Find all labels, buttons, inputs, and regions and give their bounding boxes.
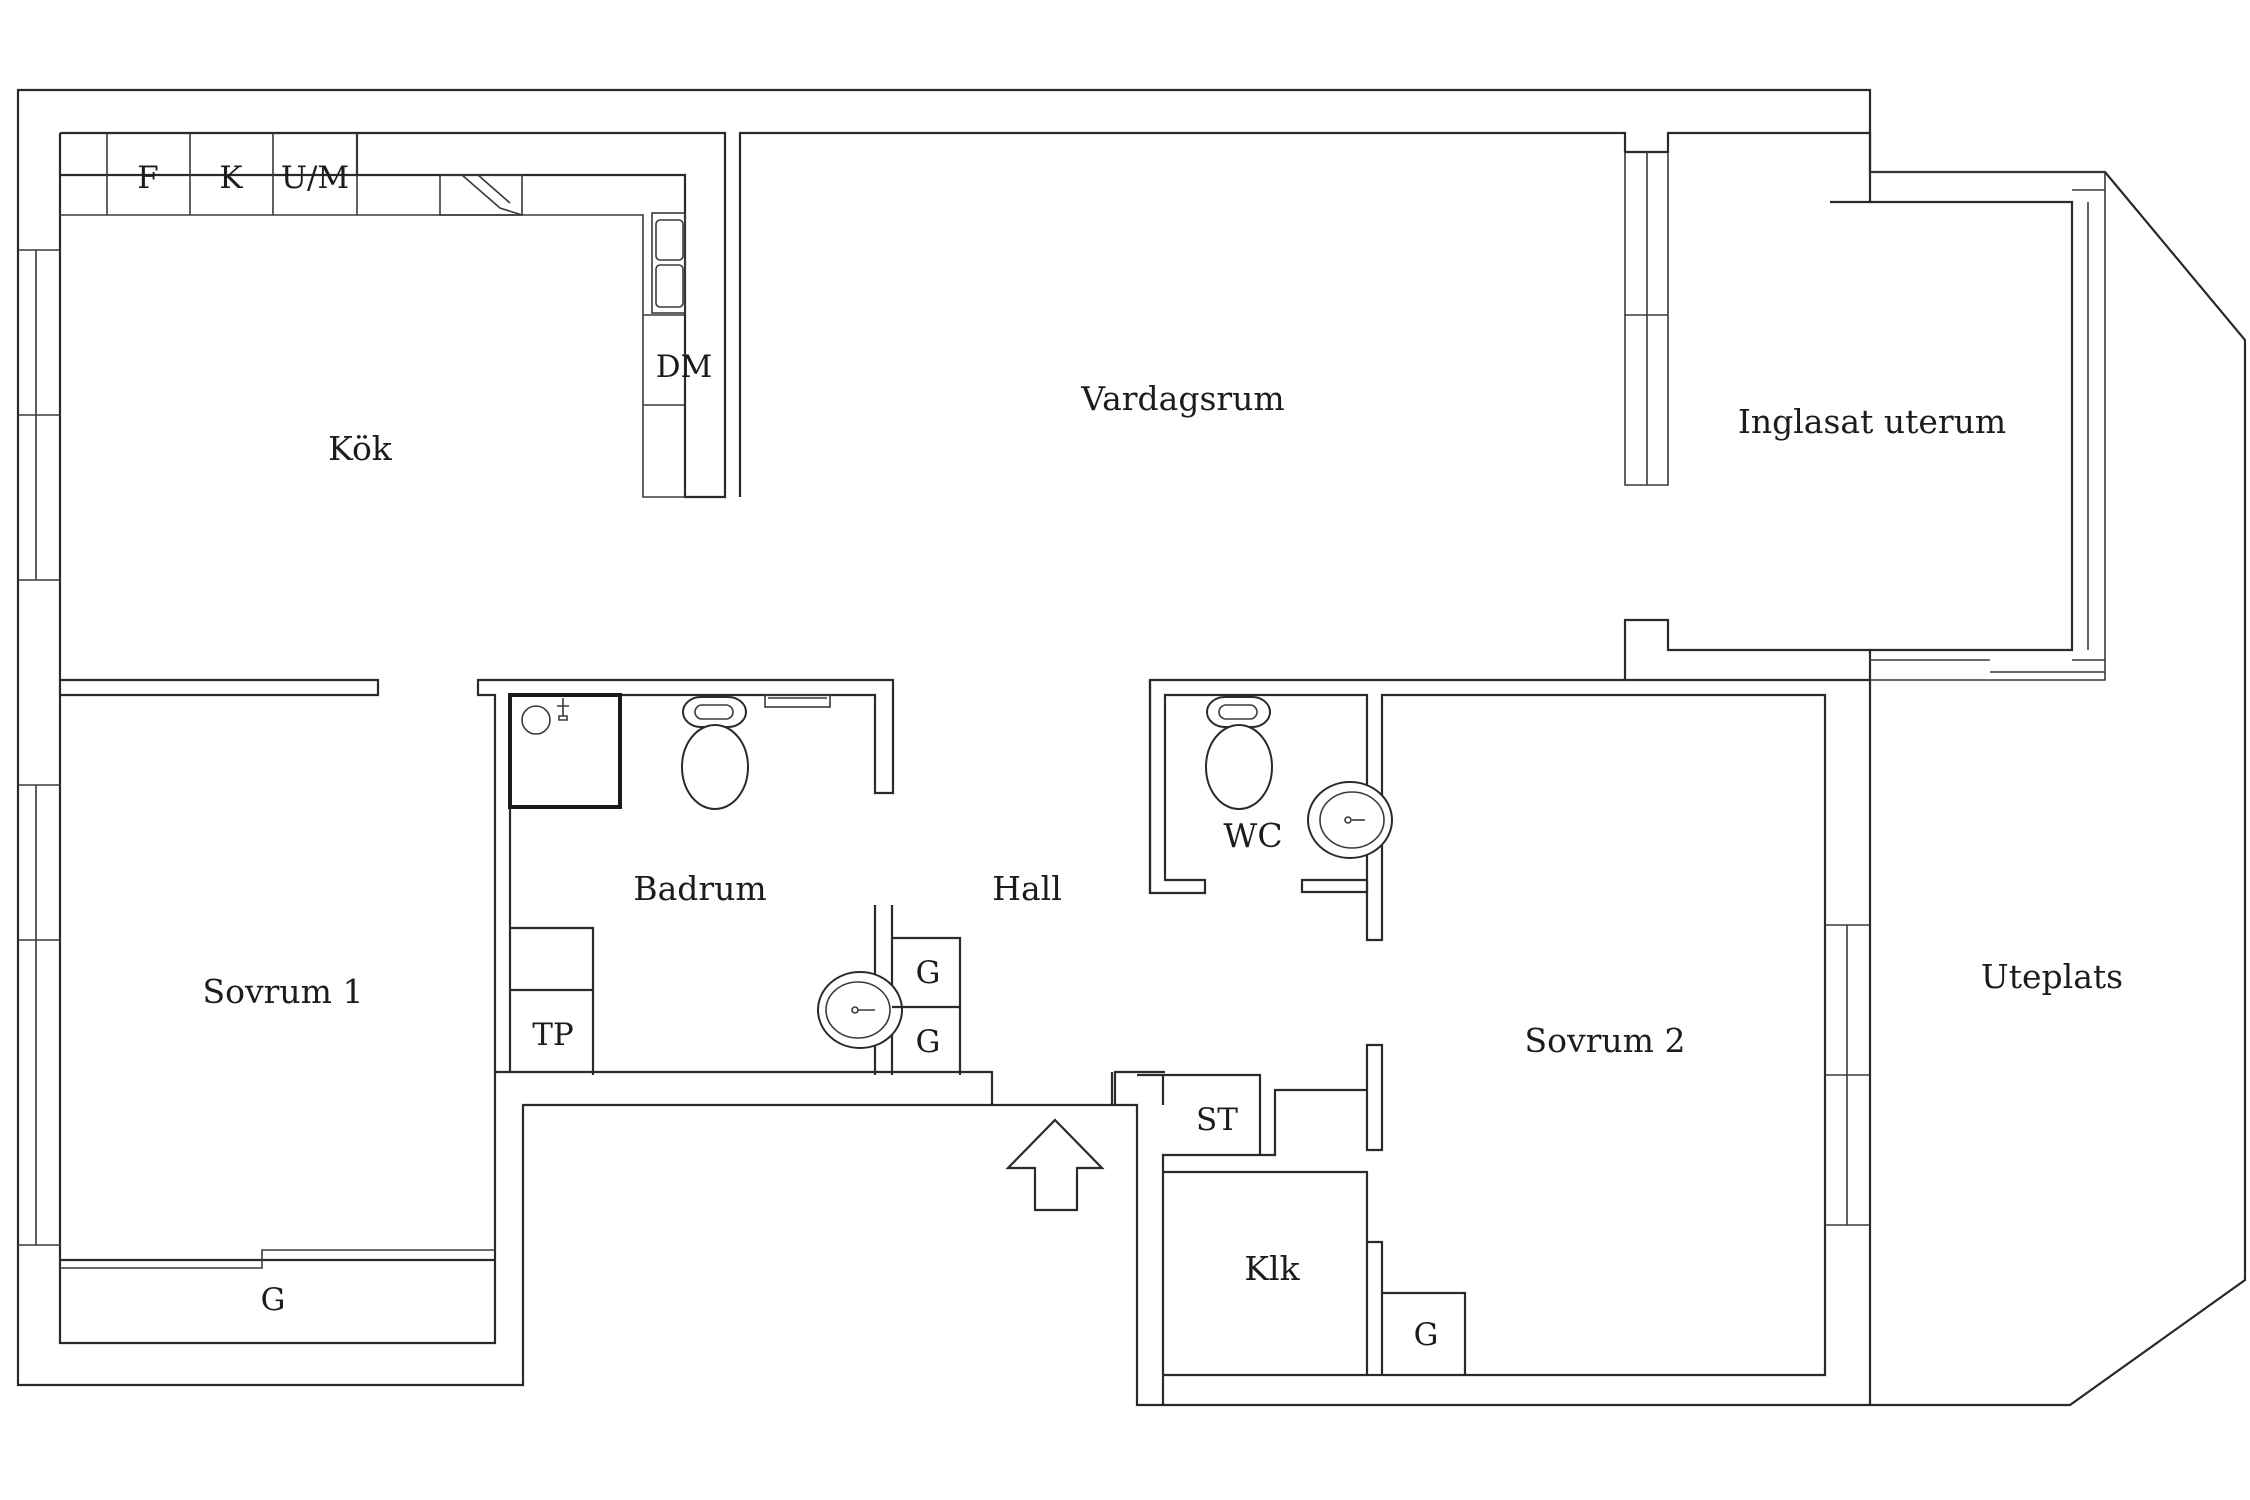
toilet-bathroom bbox=[681, 696, 749, 810]
wc-area bbox=[1148, 680, 1827, 1377]
fixture-label-freezer: K bbox=[219, 160, 243, 196]
room-label-vardagsrum: Vardagsrum bbox=[1080, 379, 1284, 418]
entrance-arrow-icon bbox=[1005, 1118, 1105, 1212]
fixture-label-fridge: F bbox=[137, 160, 159, 196]
room-label-uteplats: Uteplats bbox=[1981, 957, 2123, 996]
room-label-sovrum2: Sovrum 2 bbox=[1525, 1021, 1686, 1060]
room-label-sovrum1: Sovrum 1 bbox=[203, 972, 364, 1011]
fixture-label-wardrobe-sovrum2: G bbox=[1414, 1317, 1439, 1353]
fixture-label-dryer: TP bbox=[532, 1017, 574, 1053]
fixture-label-oven: U/M bbox=[281, 160, 349, 196]
room-label-kok: Kök bbox=[328, 429, 393, 468]
labels: Kök Vardagsrum Inglasat uterum Sovrum 1 … bbox=[137, 160, 2123, 1353]
room-label-hall: Hall bbox=[992, 869, 1062, 908]
living-room-area bbox=[738, 131, 1872, 895]
fixture-label-storage: ST bbox=[1196, 1102, 1238, 1138]
toilet-wc bbox=[1205, 696, 1273, 810]
fixture-label-dishwasher: DM bbox=[656, 349, 713, 385]
outer-walls bbox=[16, 88, 2247, 1407]
bathroom-area bbox=[508, 693, 962, 1075]
kitchen-area bbox=[18, 131, 727, 697]
room-label-uterum: Inglasat uterum bbox=[1738, 402, 2006, 441]
fixture-label-wardrobe-sovrum1: G bbox=[261, 1282, 286, 1318]
room-label-wc: WC bbox=[1223, 816, 1282, 855]
sink-bathroom bbox=[817, 971, 903, 1049]
bedroom1-area bbox=[18, 678, 895, 1269]
bedroom2-area bbox=[1137, 680, 1872, 1405]
room-label-badrum: Badrum bbox=[633, 869, 766, 908]
fixture-label-wardrobe-bath-2: G bbox=[916, 1024, 941, 1060]
sink-wc bbox=[1307, 781, 1393, 859]
fixture-label-wardrobe-bath-1: G bbox=[916, 955, 941, 991]
sunroom-area bbox=[1870, 171, 2106, 681]
room-label-klk: Klk bbox=[1244, 1249, 1300, 1288]
